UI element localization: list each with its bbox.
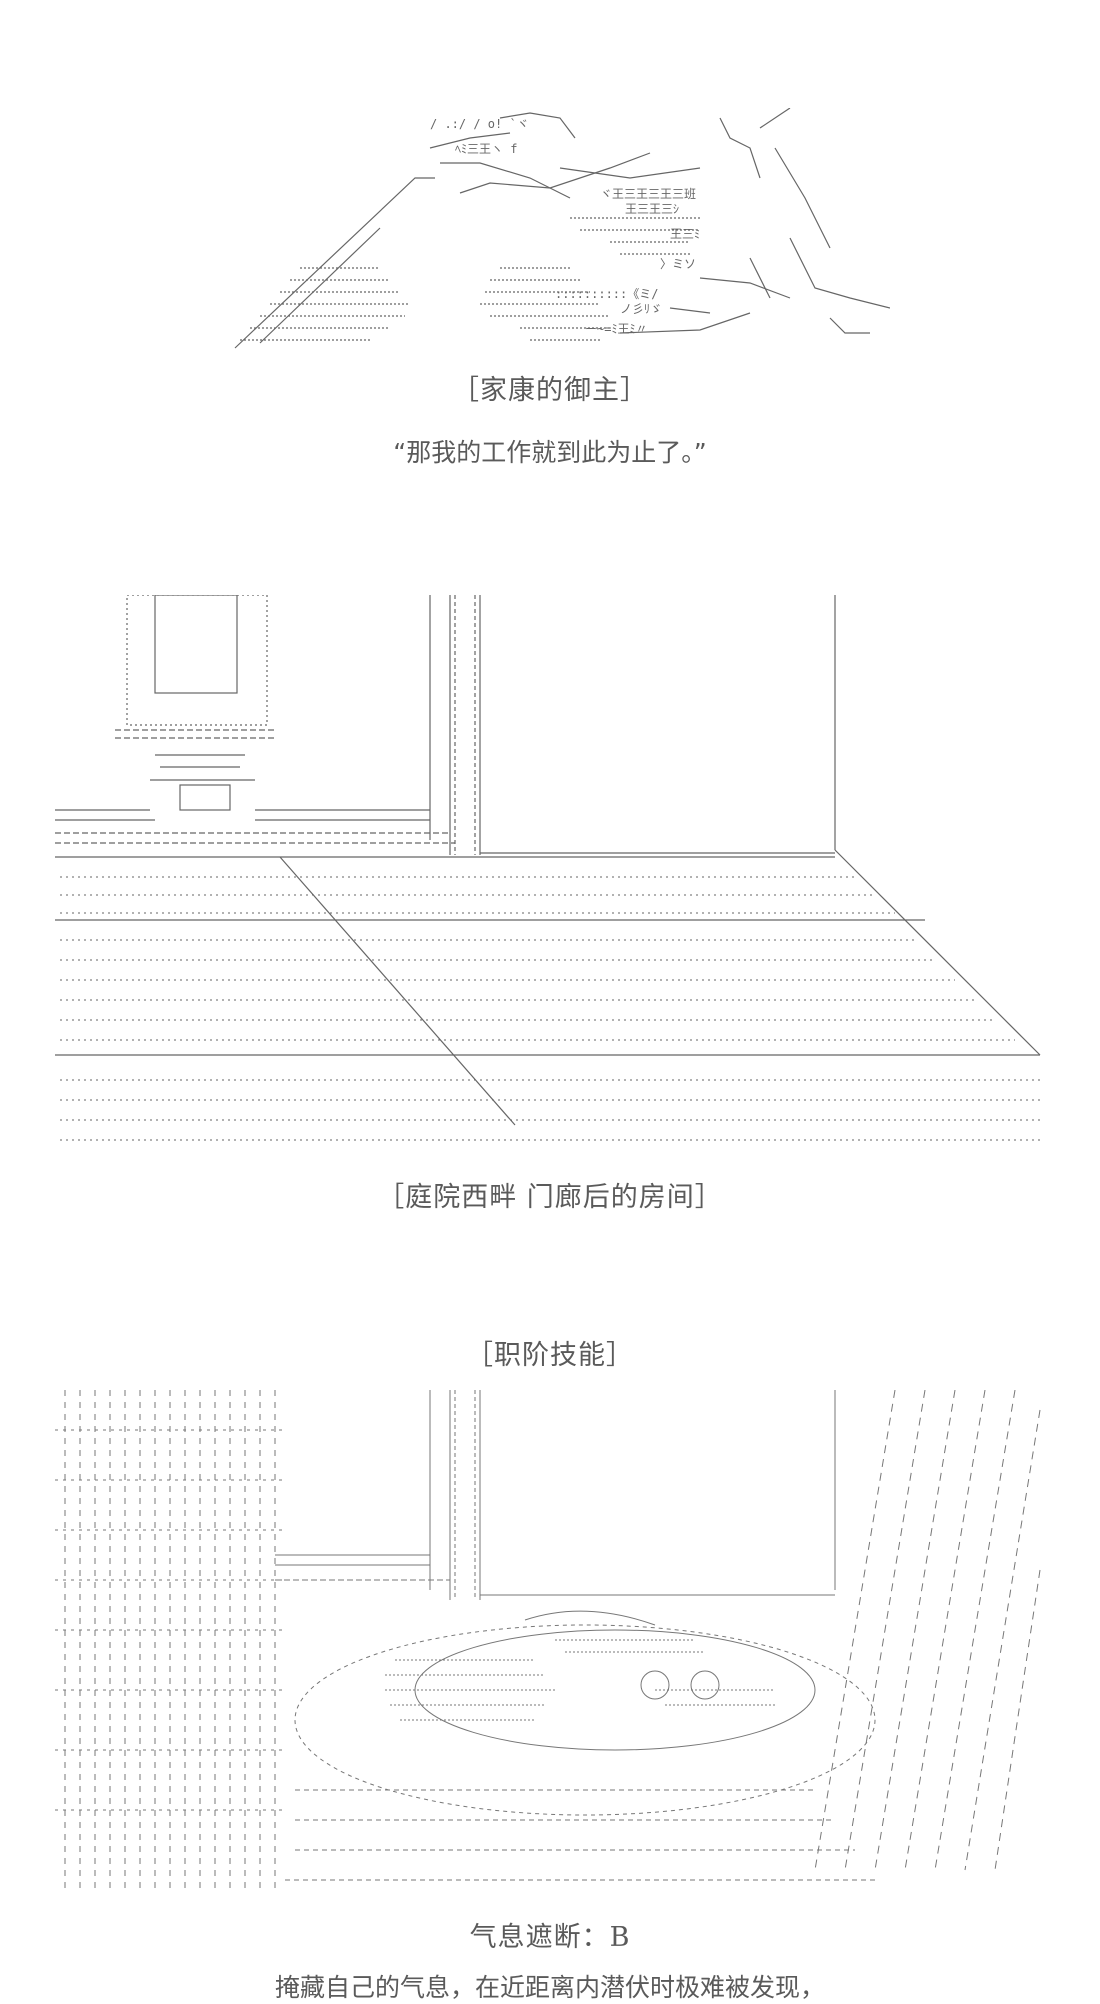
panel1-quote: “那我的工作就到此为止了。”	[393, 438, 707, 467]
svg-text:ノ彡ﾘゞ: ノ彡ﾘゞ	[620, 302, 662, 316]
skill-name: 气息遮断：B	[469, 1922, 631, 1953]
svg-text:ー~=ﾐ王ﾐ〃: ー~=ﾐ王ﾐ〃	[585, 322, 647, 336]
svg-text:王三ﾐ: 王三ﾐ	[670, 227, 700, 241]
panel1-title: ［家康的御主］	[452, 375, 648, 406]
svg-text:〉ミソ: 〉ミソ	[660, 257, 696, 271]
svg-text:ヾ王三王三王三班: ヾ王三王三王三班	[600, 187, 696, 201]
svg-text:ﾍﾐ三王ヽ f: ﾍﾐ三王ヽ f	[455, 142, 517, 156]
svg-text:::::::::::《ミ/: ::::::::::《ミ/	[555, 287, 658, 301]
panel2-title: ［庭院西畔 门廊后的房间］	[377, 1182, 723, 1213]
skill-description: 掩藏自己的气息，在近距离内潜伏时极难被发现，	[274, 1973, 825, 2002]
hidden-figure-scene	[55, 1390, 1045, 1890]
svg-text:/ .:/ / o! `ヾ: / .:/ / o! `ヾ	[430, 117, 529, 131]
panel3-section-title: ［职阶技能］	[466, 1340, 634, 1371]
ascii-art-figure: / .:/ / o! `ヾ ﾍﾐ三王ヽ f ヾ王三王三王三班 王三王三ｼ 王三ﾐ…	[230, 108, 890, 353]
svg-text:王三王三ｼ: 王三王三ｼ	[625, 202, 679, 216]
room-scene	[55, 595, 1045, 1155]
